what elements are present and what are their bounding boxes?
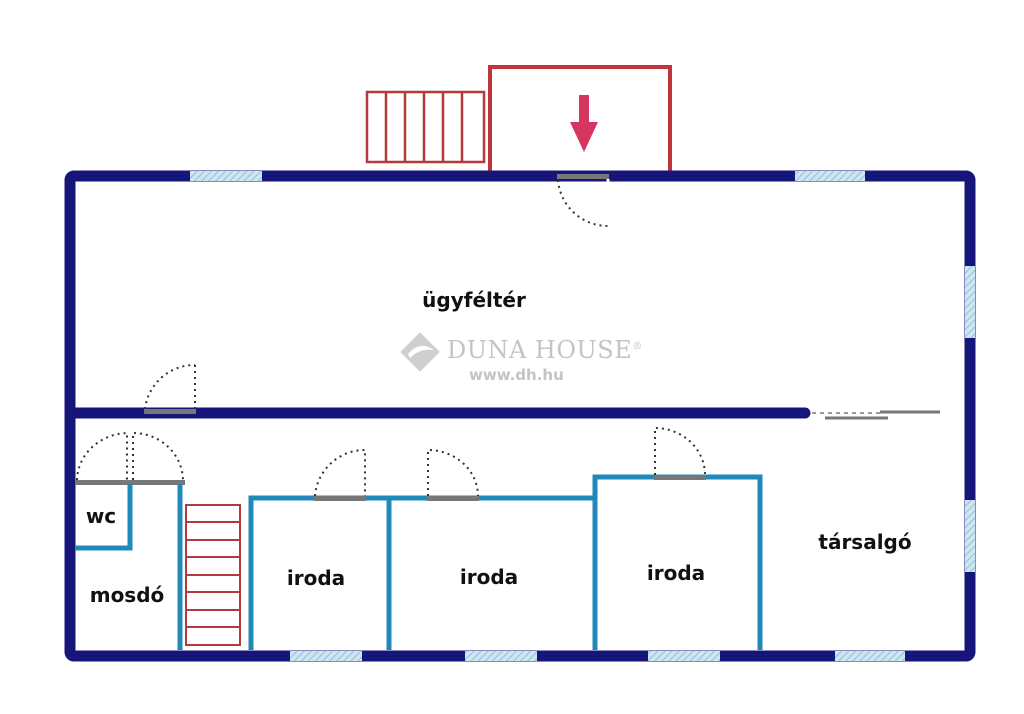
watermark-brand-text: DUNA HOUSE [447,336,633,364]
room-label-wc: wc [85,504,117,528]
room-label-office-1: iroda [286,566,346,590]
windows [190,171,975,661]
room-label-office-2: iroda [459,565,519,589]
entrance-stairs [365,90,486,164]
office-doors [314,426,706,501]
room-label-office-3: iroda [646,561,706,585]
washroom-double-door [75,431,185,485]
watermark-brand: DUNA HOUSE® [447,336,643,364]
room-label-lounge: társalgó [818,530,912,554]
interior-stairs [185,504,241,646]
sliding-door [812,410,940,420]
entrance-arrow-icon [570,95,598,152]
room-label-washroom: mosdó [89,583,165,607]
watermark-url: www.dh.hu [469,366,564,384]
duna-house-logo-icon [400,332,440,372]
customer-area-door [144,363,196,414]
watermark-registered: ® [632,341,643,352]
room-label-customer-area: ügyféltér [422,288,526,312]
entry-door [557,174,610,228]
